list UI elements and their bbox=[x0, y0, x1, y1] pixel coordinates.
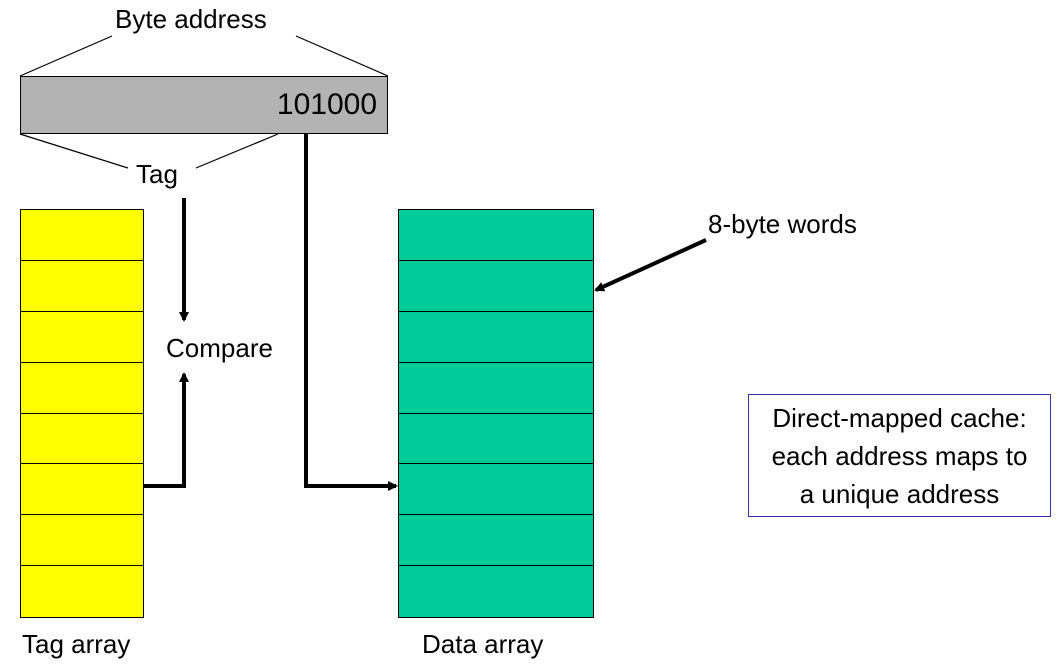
data-array bbox=[398, 209, 594, 618]
index-to-data-array-arrow bbox=[304, 126, 398, 491]
note-line: Direct-mapped cache: bbox=[772, 403, 1027, 433]
data-array-row bbox=[399, 210, 593, 261]
compare-label: Compare bbox=[166, 333, 273, 363]
tag-array-label: Tag array bbox=[22, 629, 131, 659]
address-box: 101000 bbox=[20, 76, 388, 134]
tag-array bbox=[20, 209, 144, 618]
tag-label: Tag bbox=[136, 159, 178, 189]
data-array-row bbox=[399, 261, 593, 312]
note-line: a unique address bbox=[799, 479, 1000, 509]
note-box: Direct-mapped cache: each address maps t… bbox=[748, 394, 1051, 517]
address-value: 101000 bbox=[276, 88, 377, 121]
eight-byte-words-label: 8-byte words bbox=[708, 209, 857, 239]
tag-array-row bbox=[21, 515, 143, 567]
tag-array-row bbox=[21, 261, 143, 312]
data-array-row bbox=[399, 414, 593, 465]
data-array-label: Data array bbox=[422, 629, 544, 659]
tag-array-row bbox=[21, 566, 143, 617]
tag-bracket bbox=[19, 133, 279, 169]
tag-array-row bbox=[21, 363, 143, 414]
data-array-row bbox=[399, 515, 593, 567]
data-array-row bbox=[399, 566, 593, 617]
tag-array-row bbox=[21, 312, 143, 363]
byte-address-bracket bbox=[19, 35, 389, 77]
data-array-row bbox=[399, 363, 593, 414]
tag-array-row bbox=[21, 210, 143, 261]
tag-array-row bbox=[21, 464, 143, 516]
tag-array-to-compare-arrow bbox=[143, 372, 189, 488]
data-array-row bbox=[399, 312, 593, 363]
byte-address-label: Byte address bbox=[115, 4, 267, 34]
note-line: each address maps to bbox=[771, 441, 1028, 471]
data-array-row bbox=[399, 464, 593, 516]
tag-array-row bbox=[21, 414, 143, 465]
word-pointer-arrow bbox=[594, 238, 707, 292]
